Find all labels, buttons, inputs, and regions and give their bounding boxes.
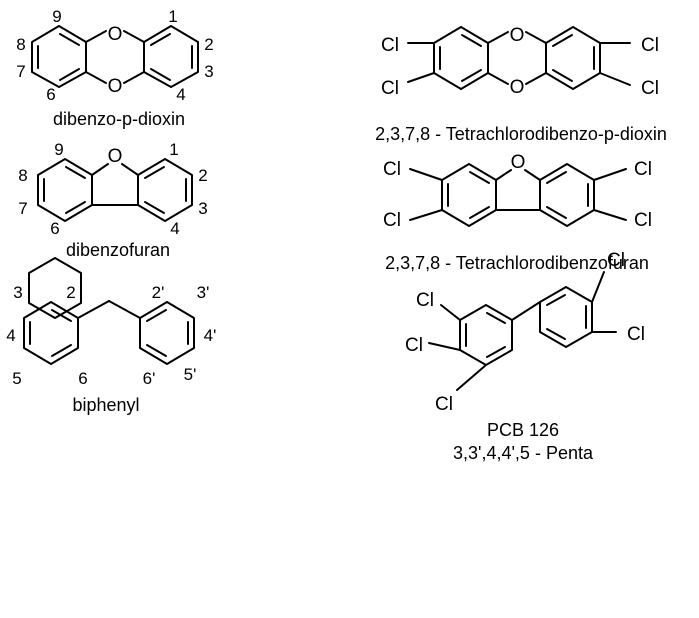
furan-pos-1: 1 [169, 140, 178, 159]
dioxin-pos-7: 7 [16, 62, 25, 81]
pcb-chlorine-5: Cl [435, 394, 453, 415]
tcdd-oxygen-top: O [510, 25, 525, 46]
biphenyl-bonds [23, 257, 195, 365]
pcb-chlorine-3-prime: Cl [607, 250, 625, 271]
tcdd-chlorine-2: Cl [381, 35, 399, 56]
tcdd-bonds [407, 26, 631, 90]
biphenyl-pos-3: 3 [13, 283, 22, 302]
dioxin-pos-3: 3 [204, 62, 213, 81]
tcdf-chlorine-2: Cl [383, 159, 401, 180]
furan-bonds [37, 158, 193, 222]
furan-oxygen: O [108, 146, 123, 167]
biphenyl-pos-6: 6 [78, 369, 87, 388]
pcb-chlorine-4: Cl [405, 335, 423, 356]
pcb-126-structure: Cl Cl Cl Cl Cl PCB 126 3,3',4,4',5 - Pen… [405, 250, 645, 463]
dioxin-pos-1: 1 [168, 7, 177, 26]
dioxin-pos-8: 8 [16, 35, 25, 54]
furan-pos-4: 4 [170, 219, 179, 238]
biphenyl-pos-5-prime: 5' [184, 365, 197, 384]
tcdf-structure: O Cl Cl Cl Cl 2,3,7,8 - Tetrachlorodiben… [383, 152, 652, 273]
tcdf-oxygen: O [511, 152, 526, 173]
tcdf-bonds [409, 163, 627, 227]
biphenyl-pos-6-prime: 6' [143, 369, 156, 388]
pcb-chlorine-3: Cl [416, 290, 434, 311]
tcdf-chlorine-7: Cl [634, 159, 652, 180]
pcb-chlorine-4-prime: Cl [627, 324, 645, 345]
tcdd-caption: 2,3,7,8 - Tetrachlorodibenzo-p-dioxin [375, 124, 667, 144]
furan-pos-8: 8 [18, 166, 27, 185]
pcb-bonds [428, 271, 617, 391]
tcdf-caption: 2,3,7,8 - Tetrachlorodibenzofuran [385, 253, 649, 273]
tcdd-chlorine-3: Cl [381, 78, 399, 99]
dioxin-caption: dibenzo-p-dioxin [53, 109, 185, 129]
dibenzofuran-structure: O 1 2 3 4 6 7 8 9 dibenzofuran [18, 140, 207, 260]
pcb-caption-line1: PCB 126 [487, 420, 559, 440]
dioxin-oxygen-top: O [108, 24, 123, 45]
dioxin-oxygen-bottom: O [108, 76, 123, 97]
dioxin-pos-6: 6 [46, 85, 55, 104]
biphenyl-pos-3-prime: 3' [197, 283, 210, 302]
dibenzo-p-dioxin-structure: O O 1 2 3 4 6 7 8 9 dibenzo-p-dioxin [16, 7, 213, 129]
dioxin-bonds [31, 25, 199, 88]
furan-pos-3: 3 [198, 199, 207, 218]
pcb-caption-line2: 3,3',4,4',5 - Penta [453, 443, 594, 463]
furan-pos-2: 2 [198, 166, 207, 185]
biphenyl-pos-2: 2 [66, 283, 75, 302]
furan-pos-7: 7 [18, 199, 27, 218]
tcdd-structure: O O Cl Cl Cl Cl 2,3,7,8 - Tetrachlorodib… [375, 25, 667, 144]
tcdd-chlorine-7: Cl [641, 35, 659, 56]
furan-pos-6: 6 [50, 219, 59, 238]
dioxin-pos-9: 9 [52, 7, 61, 26]
tcdd-oxygen-bottom: O [510, 77, 525, 98]
tcdf-chlorine-3: Cl [383, 210, 401, 231]
biphenyl-structure: 3 2 4 5 6 2' 3' 4' 5' 6' biphenyl [6, 257, 217, 415]
dioxin-pos-2: 2 [204, 35, 213, 54]
biphenyl-pos-4-prime: 4' [204, 326, 217, 345]
biphenyl-pos-2-prime: 2' [152, 283, 165, 302]
furan-caption: dibenzofuran [66, 240, 170, 260]
dioxin-pos-4: 4 [176, 85, 185, 104]
tcdf-chlorine-8: Cl [634, 210, 652, 231]
biphenyl-caption: biphenyl [72, 395, 139, 415]
biphenyl-pos-4: 4 [6, 326, 15, 345]
tcdd-chlorine-8: Cl [641, 78, 659, 99]
biphenyl-pos-5: 5 [12, 369, 21, 388]
furan-pos-9: 9 [54, 140, 63, 159]
